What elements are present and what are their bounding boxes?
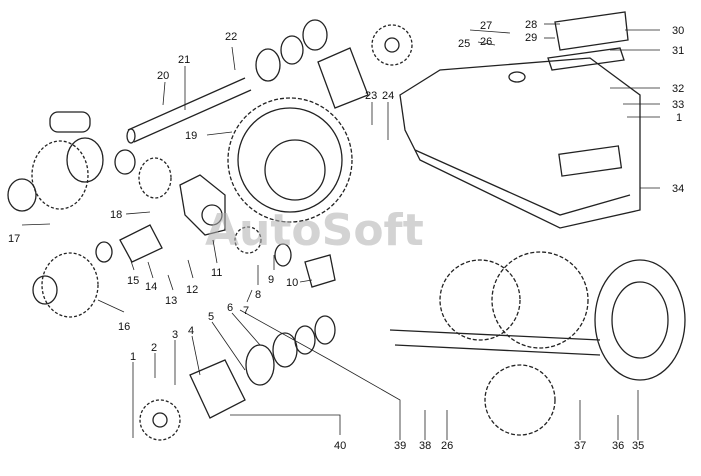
callout-17: 17	[8, 233, 20, 245]
leader-lines	[21, 23, 660, 440]
callout-22: 22	[225, 31, 237, 43]
bevel-gear-left	[31, 111, 104, 210]
callout-36: 36	[612, 440, 624, 452]
bushing-top	[255, 19, 369, 109]
callout-28: 28	[525, 19, 537, 31]
callout-18: 18	[110, 209, 122, 221]
callout-labels: 27 28 29 25 26 30 31 32 33 1 34 22 21 20…	[8, 19, 684, 452]
small-bevel-gear	[114, 149, 172, 199]
callout-38: 38	[419, 440, 431, 452]
callout-20: 20	[157, 70, 169, 82]
main-drive-gear	[227, 97, 353, 223]
cover-gasket-plate	[547, 11, 629, 71]
universal-joint	[179, 174, 226, 236]
callout-5: 5	[208, 311, 214, 323]
callout-27: 27	[480, 20, 492, 32]
callout-14: 14	[145, 281, 157, 293]
callout-32: 32	[672, 83, 684, 95]
callout-12: 12	[186, 284, 198, 296]
callout-11: 11	[211, 267, 222, 279]
callout-1-top: 1	[676, 112, 682, 124]
callout-33: 33	[672, 99, 684, 111]
callout-6: 6	[227, 302, 233, 314]
callout-31: 31	[672, 45, 684, 57]
shaft-long	[126, 77, 252, 144]
callout-9: 9	[268, 274, 274, 286]
callout-15: 15	[127, 275, 139, 287]
sprocket-bottom-left	[139, 399, 181, 441]
callout-23: 23	[365, 90, 377, 102]
callout-25: 25	[458, 38, 470, 50]
callout-26-top: 26	[480, 36, 492, 48]
washers-and-bearing-stack	[189, 315, 336, 419]
callout-29: 29	[525, 32, 537, 44]
small-gear-center	[234, 226, 336, 288]
gear-train-assembly	[389, 251, 686, 436]
callout-37: 37	[574, 440, 586, 452]
callout-13: 13	[165, 295, 177, 307]
sprocket-top	[371, 24, 413, 66]
callout-1-bottom: 1	[130, 351, 136, 363]
bushings-left	[7, 178, 163, 263]
callout-4: 4	[188, 325, 194, 337]
watermark-text: AutoSoft	[205, 205, 424, 256]
callout-30: 30	[672, 25, 684, 37]
callout-40: 40	[334, 440, 346, 452]
callout-3: 3	[172, 329, 178, 341]
callout-39: 39	[394, 440, 406, 452]
callout-34: 34	[672, 183, 684, 195]
callout-10: 10	[286, 277, 298, 289]
callout-2: 2	[151, 342, 157, 354]
gearbox-housing-cover	[399, 57, 641, 229]
callout-26-bottom: 26	[441, 440, 453, 452]
callout-19: 19	[185, 130, 197, 142]
callout-16: 16	[118, 321, 130, 333]
callout-21: 21	[178, 54, 190, 66]
callout-7: 7	[243, 305, 249, 317]
callout-35: 35	[632, 440, 644, 452]
callout-24: 24	[382, 90, 394, 102]
spur-gear-left	[32, 252, 99, 318]
callout-8: 8	[255, 289, 261, 301]
